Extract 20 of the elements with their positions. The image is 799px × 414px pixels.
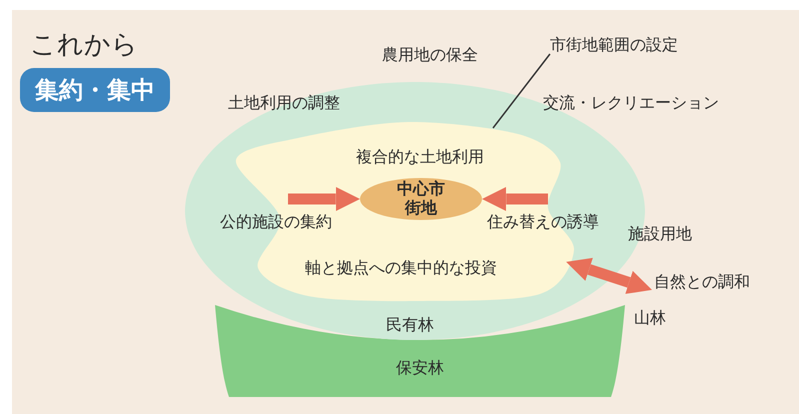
area-label: 住み替えの誘導: [487, 212, 599, 232]
heading: これから: [30, 30, 138, 62]
area-label: 複合的な土地利用: [356, 147, 484, 166]
area-label: 山林: [634, 308, 666, 328]
arrow: [566, 258, 652, 294]
area-label: 施設用地: [628, 224, 692, 244]
area-label: 公的施設の集約: [220, 212, 332, 232]
area-label: 土地利用の調整: [228, 93, 340, 112]
area-label: 保安林: [396, 358, 444, 378]
area-label: 軸と拠点への集中的な投資: [305, 258, 497, 278]
center-label: 中心市街地: [397, 179, 445, 218]
area-label: 農用地の保全: [382, 45, 478, 64]
leader-line: [492, 54, 551, 128]
arrow: [482, 186, 548, 212]
node-label: 自然との調和: [654, 272, 750, 292]
area-label: 交流・レクリエーション: [543, 93, 719, 112]
area-label: 民有林: [386, 315, 434, 334]
node-label: 市街地範囲の設定: [550, 35, 678, 54]
arrow: [288, 186, 360, 212]
heading-badge: 集約・集中: [20, 68, 170, 112]
